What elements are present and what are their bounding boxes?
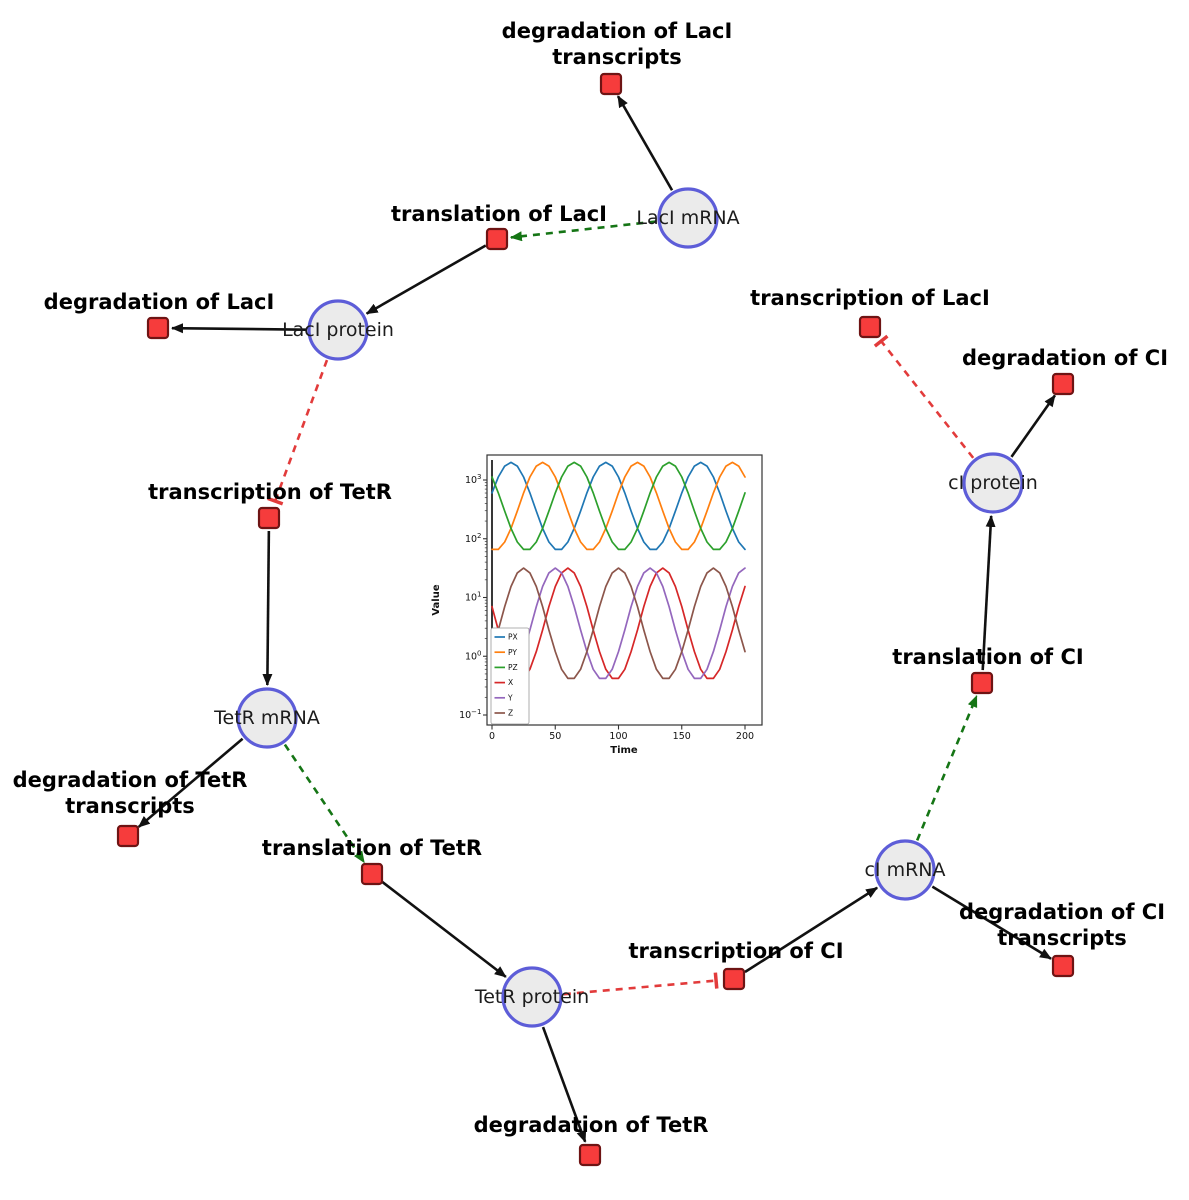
chart-xtick-label: 50	[549, 731, 561, 742]
reaction-nodes-layer	[116, 72, 1075, 1167]
species-node-LacI_protein[interactable]	[307, 299, 369, 361]
chart-series-Y	[491, 567, 746, 680]
reaction-label-tx_tetr: transcription of TetR	[148, 480, 392, 504]
reaction-label-deg_laci: degradation of LacI	[44, 290, 275, 314]
chart-series-X	[491, 567, 746, 680]
reaction-label-transl_tetr: translation of TetR	[262, 836, 482, 860]
reaction-label-deg_ci_tx: degradation of CI	[959, 900, 1165, 924]
species-label-cI_mRNA: cI mRNA	[864, 859, 945, 881]
reaction-label-deg_tetr: degradation of TetR	[474, 1113, 709, 1137]
reaction-node-deg_ci[interactable]	[1051, 372, 1075, 396]
species-label-LacI_mRNA: LacI mRNA	[636, 207, 739, 229]
edge-reactant-cI_protein-deg_ci	[1010, 394, 1056, 458]
reaction-label-deg_ci: degradation of CI	[962, 346, 1168, 370]
chart-legend-label-PX: PX	[508, 633, 518, 642]
edge-reactant-TetR_protein-deg_tetr	[541, 1026, 587, 1143]
reaction-label-transl_ci: translation of CI	[892, 645, 1083, 669]
edge-modifier-cI_mRNA-transl_ci	[915, 695, 978, 841]
species-label-TetR_mRNA: TetR mRNA	[213, 707, 320, 729]
chart-legend-label-PZ: PZ	[508, 663, 518, 672]
reaction-node-tx_tetr[interactable]	[257, 506, 281, 530]
edge-modifier-TetR_mRNA-transl_tetr	[283, 743, 366, 864]
chart-ylabel: Value	[431, 584, 442, 615]
reaction-node-tx_laci[interactable]	[858, 315, 882, 339]
chart-xtick-label: 100	[609, 731, 627, 742]
chart-legend-label-X: X	[508, 678, 513, 687]
chart-legend-label-Y: Y	[507, 693, 513, 702]
species-node-LacI_mRNA[interactable]	[657, 187, 719, 249]
reaction-node-deg_ci_tx[interactable]	[1051, 954, 1075, 978]
reaction-label-deg_laci_tx-line2: transcripts	[552, 45, 682, 69]
edge-product-tx_tetr-TetR_mRNA	[262, 530, 273, 687]
reaction-label-deg_ci_tx-line2: transcripts	[997, 926, 1127, 950]
chart-series-Z	[491, 567, 746, 680]
edge-modifier-LacI_mRNA-transl_laci	[509, 220, 657, 242]
reaction-node-transl_laci[interactable]	[485, 227, 509, 251]
chart-series-PZ	[491, 461, 746, 551]
species-node-cI_protein[interactable]	[962, 452, 1024, 514]
edges-layer	[137, 95, 1056, 1143]
reaction-label-tx_ci: transcription of CI	[628, 939, 843, 963]
chart-xtick-label: 200	[736, 731, 754, 742]
reaction-node-deg_laci_tx[interactable]	[599, 72, 623, 96]
species-label-LacI_protein: LacI protein	[282, 319, 394, 341]
reaction-node-transl_ci[interactable]	[970, 671, 994, 695]
reaction-node-deg_tetr_tx[interactable]	[116, 824, 140, 848]
edge-reactant-TetR_mRNA-deg_tetr_tx	[137, 737, 244, 828]
reaction-label-transl_laci: translation of LacI	[391, 202, 607, 226]
reaction-label-deg_tetr_tx-line2: transcripts	[65, 794, 195, 818]
chart-xtick-label: 150	[673, 731, 691, 742]
reaction-node-deg_tetr[interactable]	[578, 1143, 602, 1167]
edge-product-tx_ci-cI_mRNA	[744, 886, 879, 974]
chart-legend-label-PY: PY	[508, 648, 517, 657]
labels-layer: degradation of LacItranscriptstranslatio…	[13, 19, 1168, 1137]
reaction-node-tx_ci[interactable]	[722, 967, 746, 991]
chart-legend-label-Z: Z	[508, 709, 513, 718]
species-node-TetR_mRNA[interactable]	[236, 687, 298, 749]
reaction-label-tx_laci: transcription of LacI	[750, 286, 990, 310]
chart-series-PX	[491, 461, 746, 551]
edge-product-transl_laci-LacI_protein	[365, 244, 487, 315]
chart-series-PY	[491, 461, 746, 551]
chart-xtick-label: 0	[489, 731, 495, 742]
species-label-TetR_protein: TetR protein	[474, 986, 589, 1008]
chart-legend: PX PY PZ XYZ	[490, 627, 530, 725]
edge-product-transl_tetr-TetR_protein	[381, 880, 507, 978]
species-node-TetR_protein[interactable]	[501, 966, 563, 1028]
reaction-label-deg_laci_tx: degradation of LacI	[502, 19, 733, 43]
edge-product-transl_ci-cI_protein	[981, 514, 996, 671]
edge-reactant-LacI_mRNA-deg_laci_tx	[616, 95, 674, 191]
species-node-cI_mRNA[interactable]	[874, 839, 936, 901]
edge-reactant-cI_mRNA-deg_ci_tx	[931, 885, 1052, 960]
reaction-node-deg_laci[interactable]	[146, 316, 170, 340]
species-label-cI_protein: cI protein	[948, 472, 1038, 494]
reaction-label-deg_tetr_tx: degradation of TetR	[13, 768, 248, 792]
edge-reactant-LacI_protein-deg_laci	[170, 323, 307, 334]
chart-xlabel: Time	[610, 745, 638, 756]
edge-inhibition-cI_protein-tx_laci	[873, 334, 975, 459]
species-nodes-layer	[236, 187, 1024, 1028]
reaction-node-transl_tetr[interactable]	[360, 862, 384, 886]
